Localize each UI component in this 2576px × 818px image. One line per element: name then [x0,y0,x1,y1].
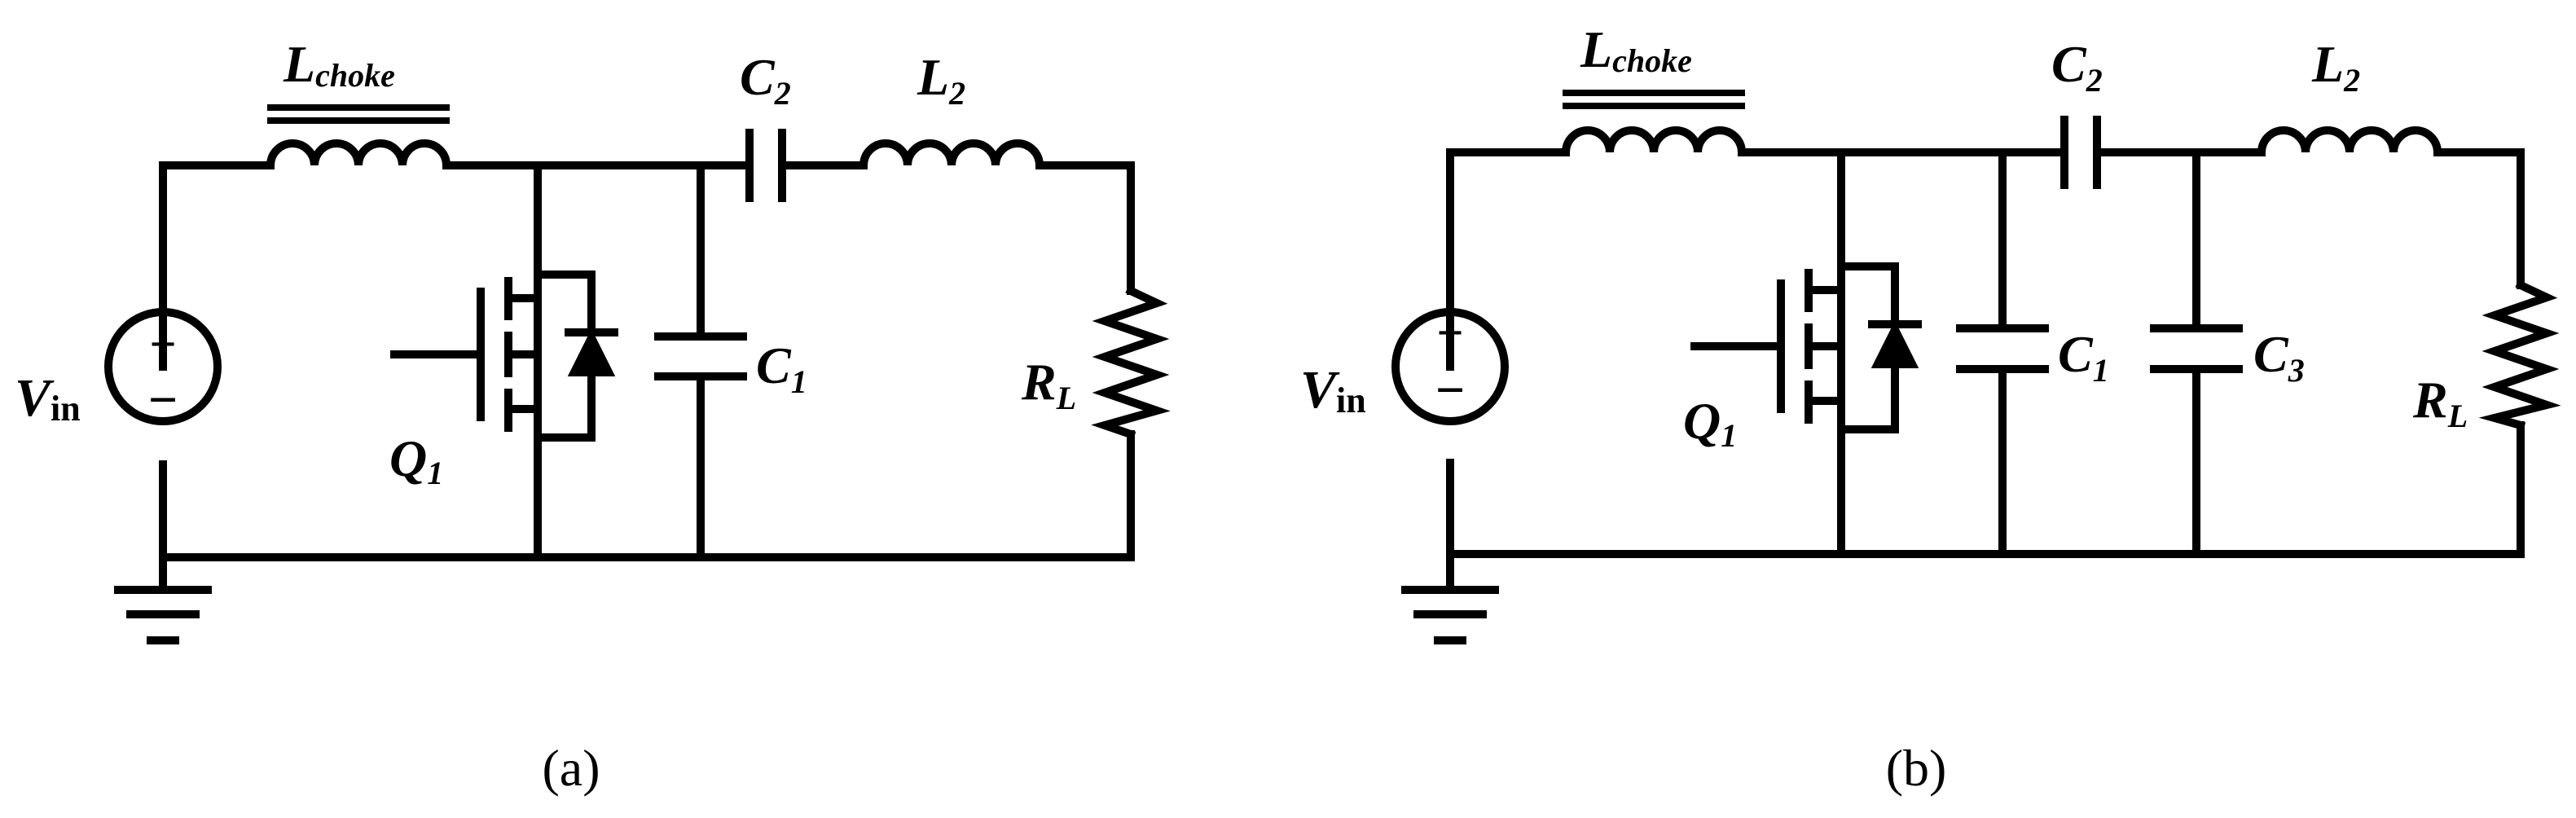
label-q1-b: Q1 [1683,392,1737,454]
mosfet-q1-a [390,270,618,442]
label-c1-b: C1 [2058,325,2109,389]
label-c2: C2 [740,48,791,112]
label-c1: C1 [756,336,807,400]
label-rl-b: RL [2412,371,2468,434]
inductor-lchoke-a [266,104,451,170]
label-c3-b: C3 [2253,325,2305,389]
labels-b: Lchoke C2 L2 Vin Q1 C1 C3 RL (b) [1300,20,2468,797]
voltage-source-b: + − [1391,306,1509,425]
source-plus-sign: + [149,318,176,371]
caption-a: (a) [542,739,600,797]
label-rl: RL [1021,353,1076,416]
source-minus-sign-b: − [1435,361,1465,419]
wires-a [159,161,1135,591]
circuit-b: + − [1300,20,2561,797]
label-c2-b: C2 [2051,35,2103,99]
inductor-l2-a [859,139,1044,170]
ground-icon-a [114,586,212,644]
inductor-lchoke-b [1561,90,1747,157]
caption-b: (b) [1886,739,1947,797]
resistor-rl-b [2478,279,2561,431]
labels-a: Lchoke C2 L2 Vin Q1 C1 RL (a) [15,35,1076,797]
mosfet-q1-b [1690,262,1922,433]
label-vin-b: Vin [1300,360,1366,420]
capacitor-c1-a [654,332,747,380]
label-l2-b: L2 [2311,35,2360,99]
label-vin: Vin [15,368,81,429]
ground-icon-b [1401,586,1499,644]
label-q1: Q1 [389,429,443,491]
wires-b [1446,148,2525,591]
circuit-a: + − [15,35,1171,797]
label-l2: L2 [917,48,965,112]
label-lchoke: Lchoke [283,35,395,94]
resistor-rl-a [1091,285,1171,440]
source-minus-sign: − [148,371,178,429]
capacitor-c1-b [1956,324,2049,373]
source-plus-sign-b: + [1436,306,1463,359]
label-lchoke-b: Lchoke [1580,20,1692,79]
capacitor-c3-b [2150,324,2243,373]
inductor-l2-b [2257,126,2442,157]
capacitor-c2-b [2060,116,2101,189]
voltage-source-a: + − [104,308,222,429]
capacitor-c2-a [745,129,786,202]
